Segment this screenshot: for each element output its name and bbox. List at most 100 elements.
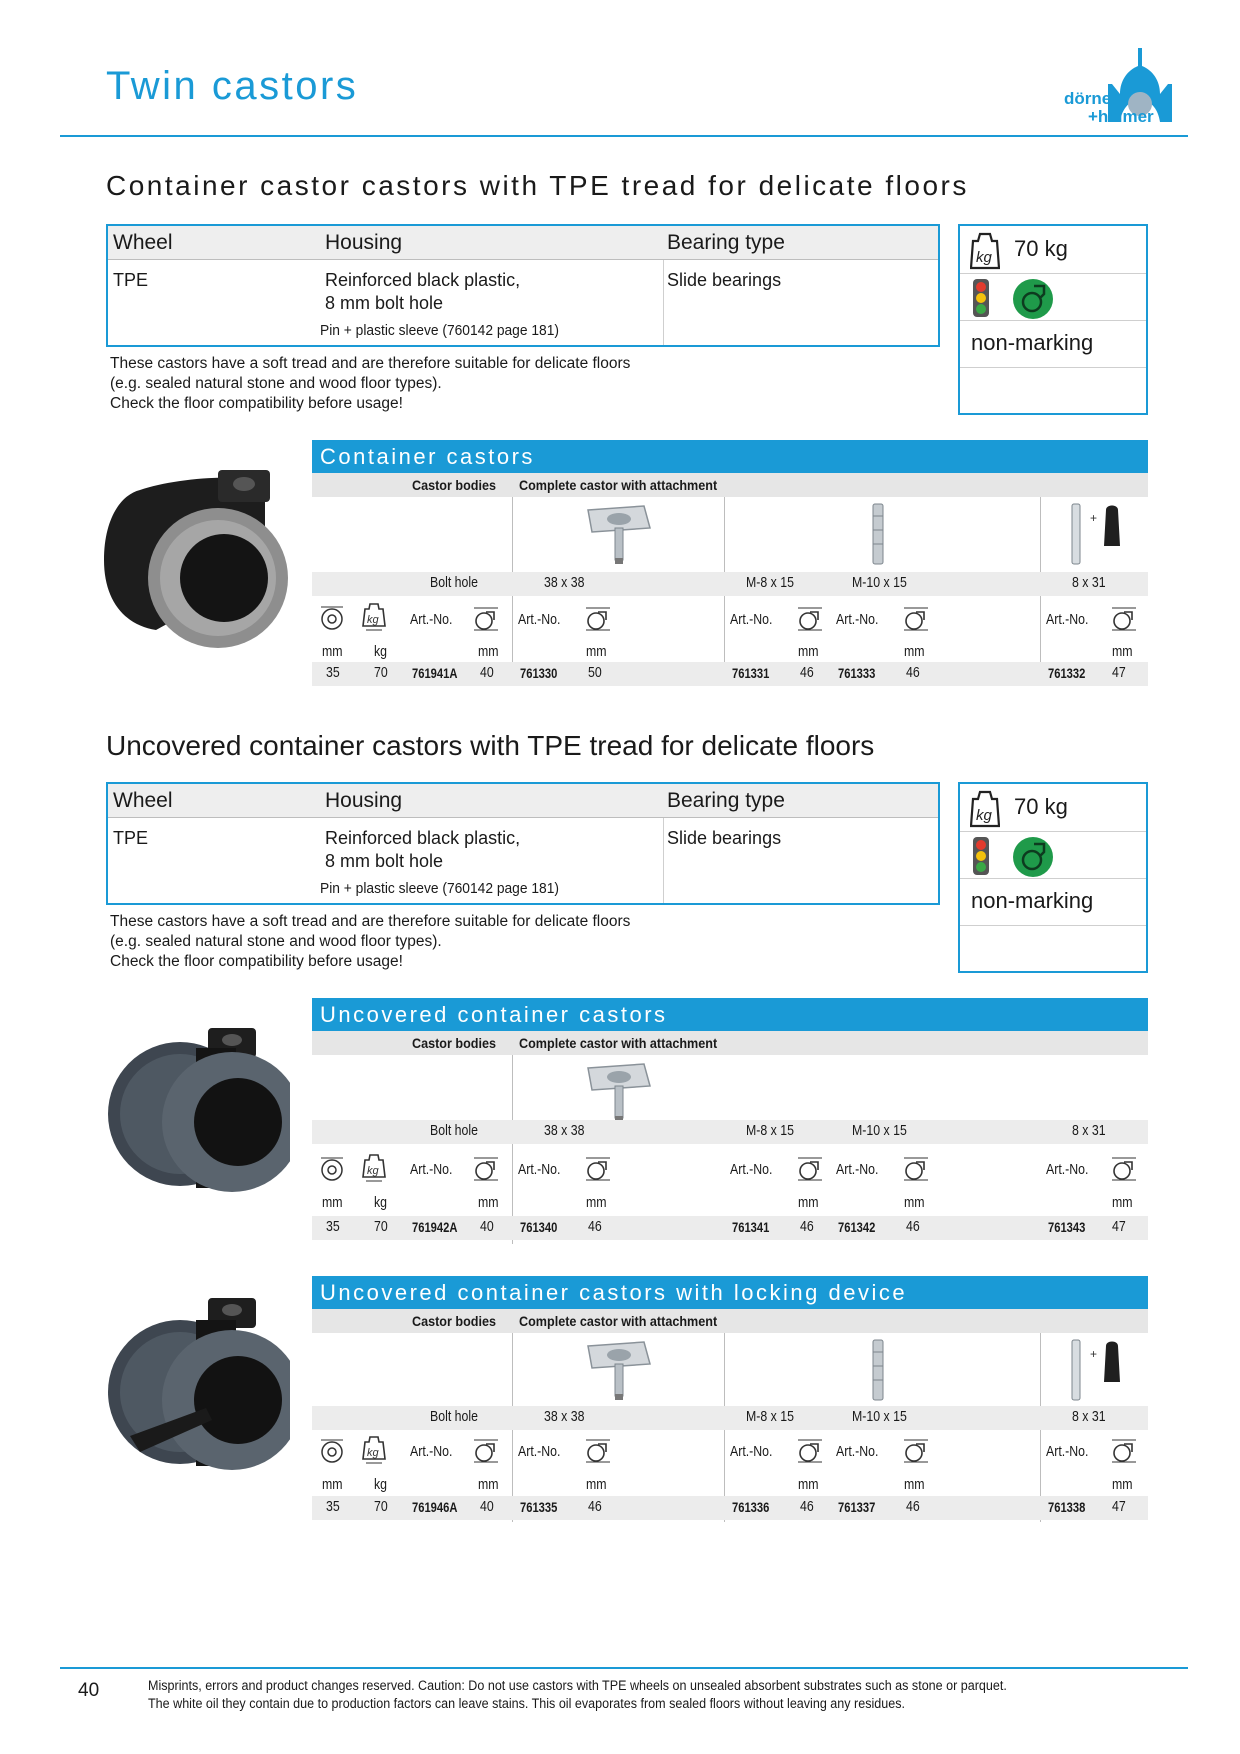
value-plate-h: 46 xyxy=(588,1219,602,1235)
section-title: Container castor castors with TPE tread … xyxy=(106,170,969,201)
value-m8-art: 761331 xyxy=(732,665,770,681)
unit-plate-h: mm xyxy=(586,1477,607,1493)
value-m10-h: 46 xyxy=(906,1499,920,1515)
height-icon xyxy=(474,607,498,631)
weight-kg-icon: kg xyxy=(970,232,1000,270)
doerner-helmer-logo: dörner +helmer xyxy=(1064,48,1172,126)
non-marking-label: non-marking xyxy=(971,888,1094,913)
spec-header-housing: Housing xyxy=(325,231,403,254)
value-m8-h: 46 xyxy=(800,1219,814,1235)
weight-kg-icon: kg xyxy=(970,790,1000,828)
height-icon xyxy=(586,1439,610,1463)
value-m8-art: 761336 xyxy=(732,1499,770,1515)
value-plate-h: 50 xyxy=(588,665,602,681)
castor-badge-icon xyxy=(1013,837,1053,877)
mount-size-row xyxy=(312,1120,1148,1144)
unit-m8-h: mm xyxy=(798,644,819,660)
artno-label-body: Art.-No. xyxy=(410,1444,453,1460)
threaded-stem-icon xyxy=(872,1339,884,1401)
artno-label-pin: Art.-No. xyxy=(1046,1444,1089,1460)
value-pin-h: 47 xyxy=(1112,1219,1126,1235)
svg-text:+: + xyxy=(1090,511,1097,525)
height-icon xyxy=(798,1439,822,1463)
height-icon xyxy=(1112,1157,1136,1181)
value-body-art: 761941A xyxy=(412,665,458,681)
value-load: 70 xyxy=(374,665,388,681)
table-row xyxy=(312,1496,1148,1520)
value-body-h: 40 xyxy=(480,1219,494,1235)
mount-m8: M-8 x 15 xyxy=(746,1409,794,1425)
artno-label-pin: Art.-No. xyxy=(1046,612,1089,628)
spec-housing-1: Reinforced black plastic, xyxy=(325,270,521,290)
unit-m10-h: mm xyxy=(904,1477,925,1493)
info-box: kg 70 kg non-marking xyxy=(958,224,1148,415)
value-pin-art: 761332 xyxy=(1048,665,1086,681)
value-dia: 35 xyxy=(326,1499,340,1515)
svg-text:kg: kg xyxy=(976,249,993,266)
artno-label-body: Art.-No. xyxy=(410,612,453,628)
value-pin-h: 47 xyxy=(1112,1499,1126,1515)
unit-pin-h: mm xyxy=(1112,1195,1133,1211)
castor-bodies-header: Castor bodies xyxy=(412,477,497,493)
spec-housing-1: Reinforced black plastic, xyxy=(325,828,521,848)
value-load: 70 xyxy=(374,1219,388,1235)
non-marking-label: non-marking xyxy=(971,330,1094,355)
height-icon xyxy=(904,1439,928,1463)
locking-castor-image xyxy=(108,1298,290,1470)
mount-m8: M-8 x 15 xyxy=(746,575,794,591)
spec-housing-2: 8 mm bolt hole xyxy=(325,293,444,313)
artno-label-plate: Art.-No. xyxy=(518,612,561,628)
table-row xyxy=(312,662,1148,686)
section-description: These castors have a soft tread and are … xyxy=(110,913,631,970)
value-dia: 35 xyxy=(326,665,340,681)
section-description: These castors have a soft tread and are … xyxy=(110,355,631,412)
spec-divider xyxy=(663,818,664,903)
mount-m10: M-10 x 15 xyxy=(852,1409,907,1425)
value-m10-h: 46 xyxy=(906,665,920,681)
svg-text:kg: kg xyxy=(367,1165,380,1177)
table-title: Uncovered container castors xyxy=(312,998,1148,1031)
artno-label-m10: Art.-No. xyxy=(836,612,879,628)
mount-plate: 38 x 38 xyxy=(544,1123,585,1139)
mount-pin: 8 x 31 xyxy=(1072,1409,1106,1425)
height-icon xyxy=(798,1157,822,1181)
mount-size-row xyxy=(312,572,1148,596)
svg-text:kg: kg xyxy=(976,807,993,824)
complete-castor-header: Complete castor with attachment xyxy=(519,1035,718,1051)
unit-plate-h: mm xyxy=(586,1195,607,1211)
unit-pin-h: mm xyxy=(1112,644,1133,660)
unit-m10-h: mm xyxy=(904,1195,925,1211)
value-m10-art: 761333 xyxy=(838,665,876,681)
artno-label-m10: Art.-No. xyxy=(836,1162,879,1178)
value-body-art: 761946A xyxy=(412,1499,458,1515)
mount-size-row xyxy=(312,1406,1148,1430)
value-plate-h: 46 xyxy=(588,1499,602,1515)
mount-plate: 38 x 38 xyxy=(544,575,585,591)
footer-disclaimer: Misprints, errors and product changes re… xyxy=(148,1678,1007,1711)
mount-pin: 8 x 31 xyxy=(1072,575,1106,591)
spec-pin-note: Pin + plastic sleeve (760142 page 181) xyxy=(320,880,559,897)
table-title: Container castors xyxy=(312,440,1148,473)
wheel-diameter-icon xyxy=(321,606,343,630)
uncovered-castor-image xyxy=(108,1028,290,1192)
value-pin-h: 47 xyxy=(1112,665,1126,681)
info-box: kg 70 kg non-marking xyxy=(958,782,1148,973)
height-icon xyxy=(474,1439,498,1463)
pin-sleeve-icon: + xyxy=(1071,503,1120,565)
height-icon xyxy=(586,607,610,631)
unit-load: kg xyxy=(374,1195,388,1211)
height-icon xyxy=(904,607,928,631)
complete-castor-header: Complete castor with attachment xyxy=(519,1313,718,1329)
mount-m8: M-8 x 15 xyxy=(746,1123,794,1139)
svg-text:kg: kg xyxy=(367,1447,380,1459)
threaded-stem-icon xyxy=(872,503,884,565)
spec-pin-note: Pin + plastic sleeve (760142 page 181) xyxy=(320,322,559,339)
spec-divider xyxy=(663,260,664,345)
mount-bolt-hole: Bolt hole xyxy=(430,1409,478,1425)
load-capacity: 70 kg xyxy=(1014,794,1068,819)
plate-mount-icon xyxy=(587,1341,651,1400)
value-pin-art: 761343 xyxy=(1048,1219,1086,1235)
mount-plate: 38 x 38 xyxy=(544,1409,585,1425)
plate-mount-icon xyxy=(587,505,651,564)
mount-bolt-hole: Bolt hole xyxy=(430,575,478,591)
